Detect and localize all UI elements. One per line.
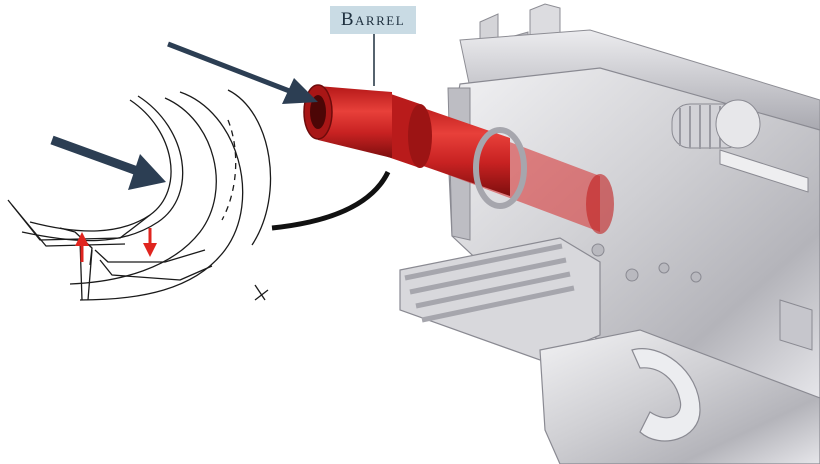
charging-knob: [671, 99, 761, 149]
receiver-frame: [399, 3, 820, 464]
arrow-down-icon: [143, 228, 157, 257]
pointer-arrow-icon: [167, 41, 318, 104]
barrel: [303, 84, 614, 234]
detail-inset: [7, 89, 391, 301]
pointer-arrow-icon: [50, 135, 166, 190]
barrel-callout-label: Barrel: [330, 6, 416, 34]
arrow-up-icon: [75, 232, 89, 262]
barrel-label-text: Barrel: [340, 9, 406, 30]
